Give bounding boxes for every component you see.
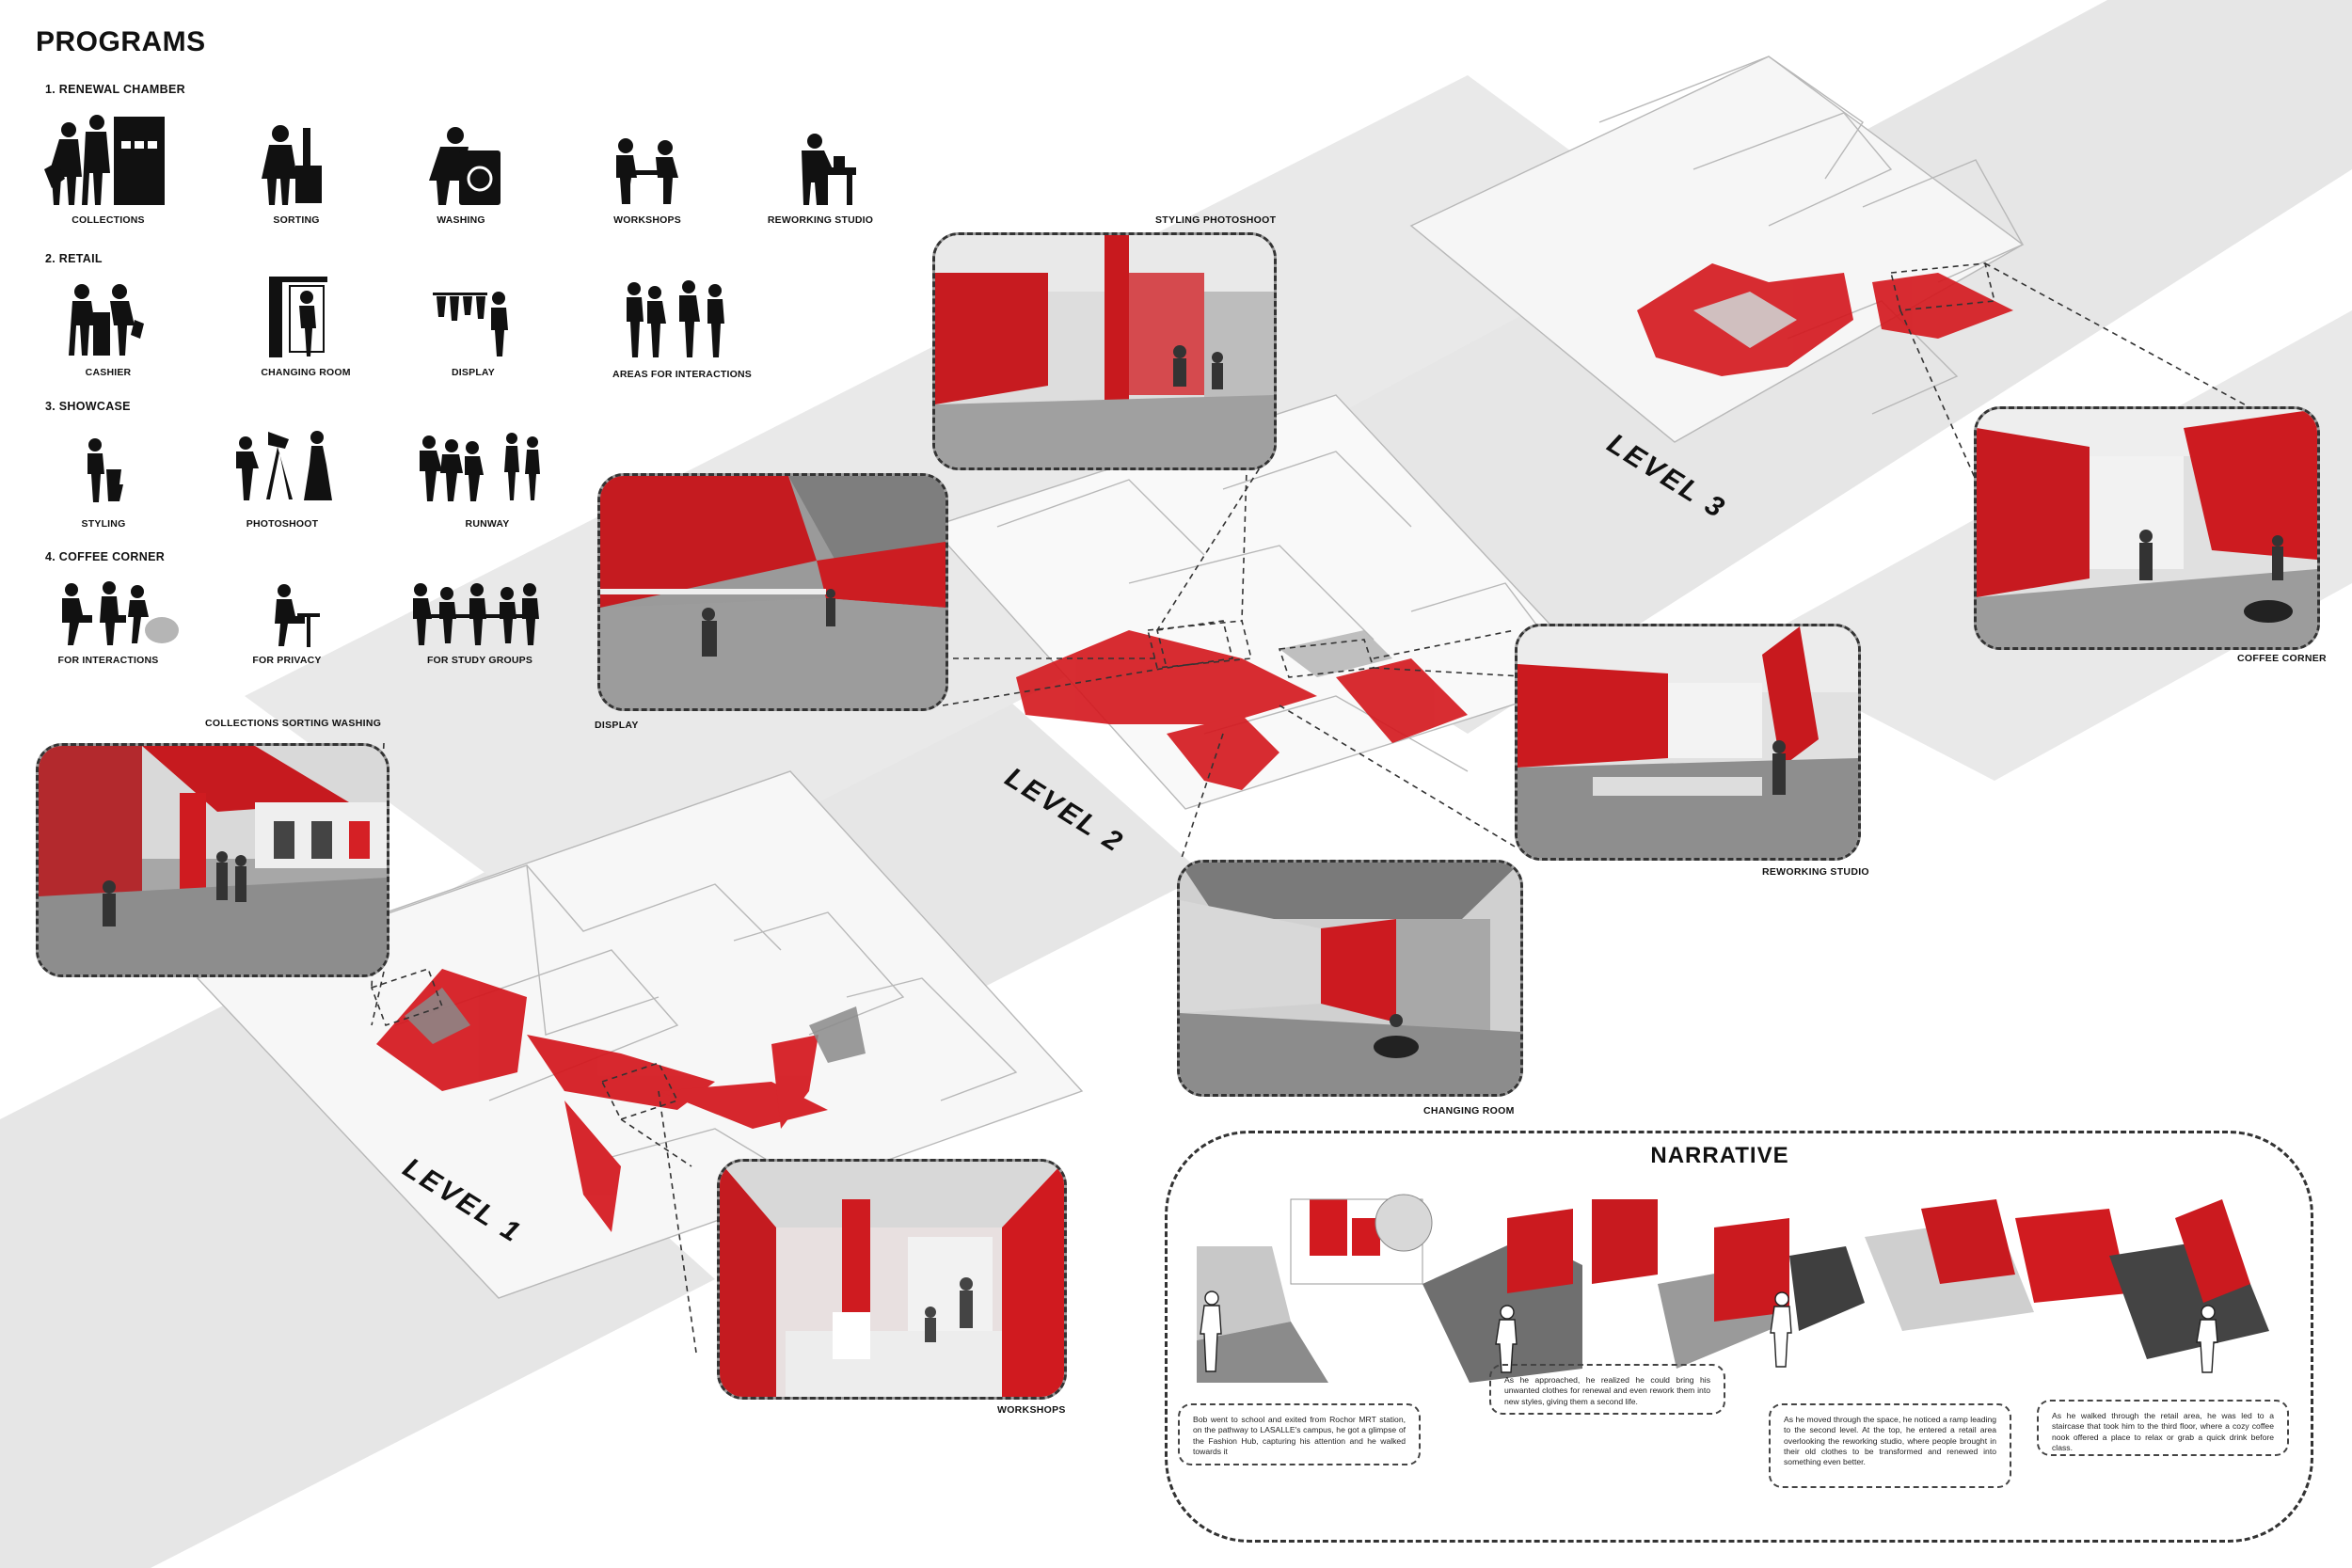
- view-label-display: DISPLAY: [595, 720, 639, 731]
- label-washing: WASHING: [437, 214, 485, 226]
- display-icon: [433, 292, 508, 356]
- render-workshops: [717, 1159, 1067, 1400]
- view-label-workshops: WORKSHOPS: [997, 1404, 1066, 1416]
- category-retail: 2. RETAIL: [45, 252, 103, 265]
- render-reworking-studio: [1515, 624, 1861, 861]
- label-coffee-for-privacy: FOR PRIVACY: [252, 655, 322, 666]
- page-title: PROGRAMS: [36, 26, 206, 57]
- photoshoot-icon: [236, 431, 332, 500]
- render-collections-sorting-washing: [36, 743, 389, 977]
- view-label-collections-sorting-washing: COLLECTIONS SORTING WASHING: [205, 718, 382, 729]
- label-photoshoot: PHOTOSHOOT: [246, 518, 319, 530]
- render-changing-room: [1177, 860, 1523, 1097]
- render-coffee-corner: [1974, 406, 2320, 650]
- label-coffee-for-interactions: FOR INTERACTIONS: [57, 655, 159, 666]
- changing-room-icon: [269, 277, 327, 357]
- label-runway: RUNWAY: [465, 518, 510, 530]
- coffee-for-interactions-icon: [62, 581, 179, 645]
- category-showcase: 3. SHOWCASE: [45, 400, 131, 413]
- narrative-caption-1: Bob went to school and exited from Rocho…: [1178, 1403, 1421, 1465]
- washing-icon: [429, 127, 501, 205]
- sorting-icon: [262, 125, 322, 205]
- view-label-styling-photoshoot: STYLING PHOTOSHOOT: [1155, 214, 1277, 226]
- cashier-icon: [69, 284, 144, 356]
- category-renewal-chamber: 1. RENEWAL CHAMBER: [45, 83, 185, 96]
- label-workshops: WORKSHOPS: [613, 214, 681, 226]
- areas-for-interactions-icon: [627, 280, 724, 357]
- render-display: [597, 473, 948, 711]
- narrative-caption-2: As he approached, he realized he could b…: [1489, 1364, 1725, 1415]
- view-label-coffee-corner: COFFEE CORNER: [2237, 653, 2327, 664]
- label-display: DISPLAY: [452, 367, 495, 378]
- narrative-panel: [1165, 1131, 2313, 1543]
- coffee-for-privacy-icon: [275, 584, 320, 647]
- label-cashier: CASHIER: [85, 367, 132, 378]
- view-label-changing-room: CHANGING ROOM: [1423, 1105, 1515, 1117]
- narrative-illustration: [1197, 1194, 2269, 1383]
- label-collections: COLLECTIONS: [72, 214, 145, 226]
- render-styling-photoshoot: [932, 232, 1277, 470]
- narrative-title: NARRATIVE: [1650, 1143, 1789, 1168]
- label-reworking-studio: REWORKING STUDIO: [767, 214, 874, 226]
- label-sorting: SORTING: [273, 214, 320, 226]
- styling-icon: [87, 438, 123, 502]
- coffee-for-study-groups-icon: [413, 583, 539, 645]
- narrative-caption-4: As he walked through the retail area, he…: [2037, 1400, 2289, 1456]
- label-areas-for-interactions: AREAS FOR INTERACTIONS: [612, 369, 752, 380]
- runway-icon: [420, 433, 540, 501]
- category-coffee-corner: 4. COFFEE CORNER: [45, 550, 166, 563]
- narrative-caption-3: As he moved through the space, he notice…: [1769, 1403, 2011, 1488]
- view-label-reworking-studio: REWORKING STUDIO: [1762, 866, 1869, 878]
- collections-icon: [44, 115, 165, 205]
- workshops-icon: [616, 138, 678, 204]
- label-changing-room: CHANGING ROOM: [261, 367, 351, 378]
- label-coffee-for-study-groups: FOR STUDY GROUPS: [426, 655, 533, 666]
- reworking-studio-icon: [802, 134, 856, 205]
- label-styling: STYLING: [81, 518, 126, 530]
